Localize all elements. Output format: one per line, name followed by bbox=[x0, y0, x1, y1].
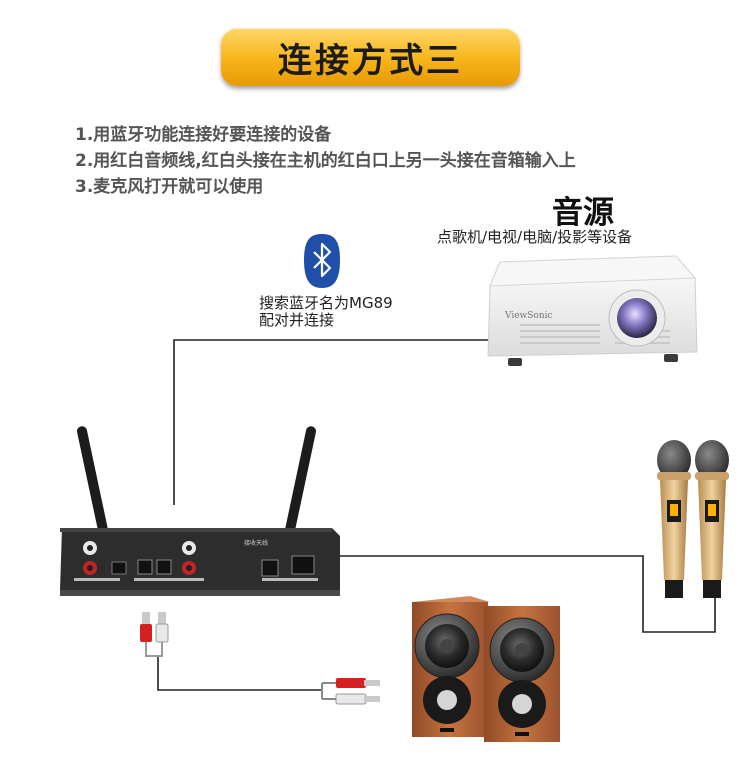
microphone-right bbox=[695, 440, 729, 598]
projector-icon: ViewSonic bbox=[487, 255, 698, 366]
rca-cable-icon bbox=[140, 612, 169, 657]
antenna-label: 接收天线 bbox=[244, 539, 268, 547]
instruction-list: 1.用蓝牙功能连接好要连接的设备 2.用红白音频线,红白头接在主机的红白口上另一… bbox=[75, 122, 576, 200]
right-speaker bbox=[484, 606, 560, 742]
page-title: 连接方式三 bbox=[278, 40, 463, 81]
bluetooth-label-line2: 配对并连接 bbox=[259, 311, 335, 329]
source-subtitle: 点歌机/电视/电脑/投影等设备 bbox=[437, 228, 633, 246]
rca-speaker-plugs bbox=[321, 678, 380, 705]
left-speaker bbox=[412, 596, 490, 737]
source-to-receiver-line bbox=[173, 339, 490, 505]
bluetooth-icon bbox=[304, 234, 340, 288]
rca-to-speaker-line bbox=[157, 656, 322, 691]
speaker-icon bbox=[412, 596, 560, 742]
title-banner: 连接方式三 bbox=[221, 28, 520, 86]
right-antenna bbox=[285, 426, 316, 535]
microphone-icon bbox=[657, 440, 729, 598]
receiver-to-mic-line bbox=[340, 555, 716, 633]
receiver-icon: 接收天线 bbox=[60, 426, 340, 596]
step-2: 2.用红白音频线,红白头接在主机的红白口上另一头接在音箱输入上 bbox=[75, 151, 576, 171]
bluetooth-label: 搜索蓝牙名为MG89 配对并连接 bbox=[259, 295, 393, 329]
bluetooth-label-line1: 搜索蓝牙名为MG89 bbox=[259, 294, 393, 312]
projector-brand: ViewSonic bbox=[504, 311, 553, 321]
step-1: 1.用蓝牙功能连接好要连接的设备 bbox=[75, 125, 332, 145]
source-title: 音源 bbox=[552, 195, 614, 231]
step-3: 3.麦克风打开就可以使用 bbox=[75, 177, 264, 197]
left-antenna bbox=[77, 426, 108, 535]
microphone-left bbox=[657, 440, 691, 598]
cable-lines bbox=[157, 339, 716, 691]
